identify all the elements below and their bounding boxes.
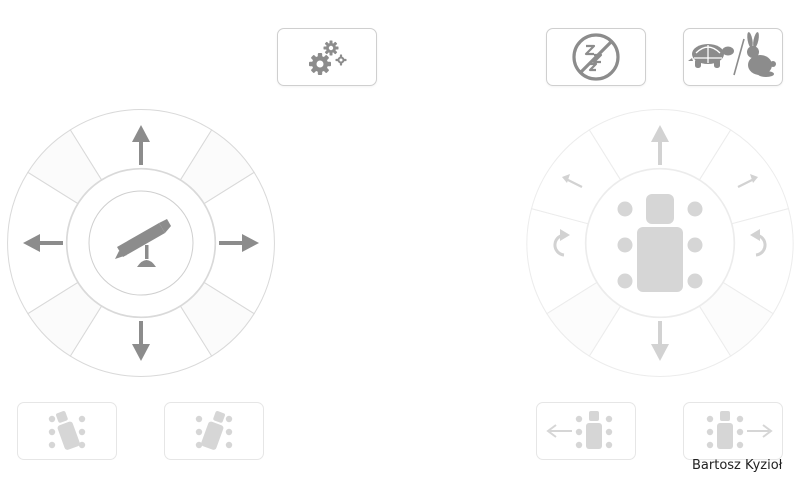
camera-control-wheel <box>7 109 275 377</box>
security-camera-icon <box>115 219 171 267</box>
strafe-left-button[interactable] <box>536 402 636 460</box>
tilt-right-button[interactable] <box>164 402 264 460</box>
no-sleep-icon <box>572 33 620 81</box>
rotate-right-icon <box>750 229 767 257</box>
gears-icon <box>309 40 347 75</box>
sleep-toggle-button[interactable] <box>546 28 646 86</box>
settings-button[interactable] <box>277 28 377 86</box>
robot-strafe-left-icon <box>546 411 613 449</box>
arrow-forward-right-icon <box>737 174 758 188</box>
robot-strafe-right-icon <box>706 411 773 449</box>
arrow-left-icon <box>23 234 63 252</box>
arrow-right-icon <box>219 234 259 252</box>
arrow-up-icon <box>132 125 150 165</box>
drive-forward-left-segment[interactable] <box>530 129 622 225</box>
author-credit: Bartosz Kyzioł <box>692 458 783 473</box>
drive-control-wheel <box>526 109 794 377</box>
turtle-rabbit-icon <box>688 32 776 77</box>
speed-toggle-button[interactable] <box>683 28 783 86</box>
arrow-forward-left-icon <box>562 174 583 188</box>
strafe-right-button[interactable] <box>683 402 783 460</box>
arrow-forward-icon <box>651 125 669 165</box>
tilt-left-button[interactable] <box>17 402 117 460</box>
arrow-down-icon <box>132 321 150 361</box>
rotate-left-icon <box>553 229 570 257</box>
robot-tilt-right-icon <box>195 411 233 450</box>
robot-tilt-left-icon <box>48 411 86 450</box>
arrow-backward-icon <box>651 321 669 361</box>
robot-top-view-icon <box>617 194 703 292</box>
